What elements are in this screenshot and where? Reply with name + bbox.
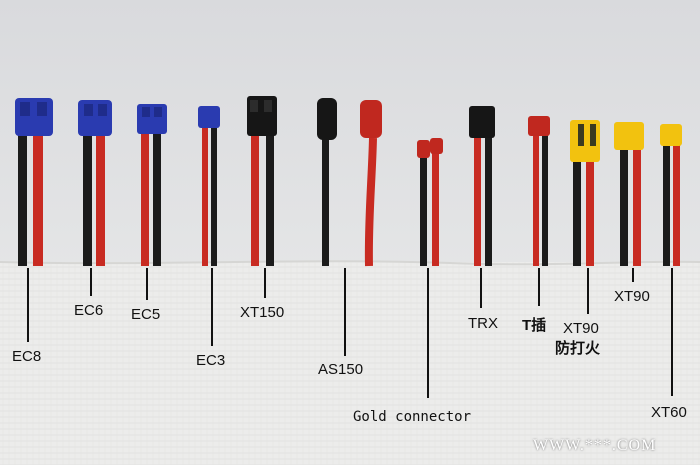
label-xt90-antispark: XT90 [563, 320, 599, 337]
xt60-connector [660, 124, 682, 266]
gold-connector [417, 138, 443, 266]
label-xt90: XT90 [614, 288, 650, 305]
ec6-connector [78, 100, 112, 266]
label-ec5: EC5 [131, 306, 161, 323]
ec5-connector [137, 104, 167, 266]
watermark: WWW.***.COM [533, 437, 657, 454]
label-ec8: EC8 [12, 348, 42, 365]
as150-connector [317, 98, 382, 267]
label-xt150: XT150 [240, 304, 285, 321]
trx-connector [469, 106, 495, 266]
label-gold-connector: Gold connector [353, 409, 472, 425]
xt90-antispark-connector [570, 120, 600, 266]
label-xt60: XT60 [651, 404, 687, 421]
xt150-connector [247, 96, 277, 266]
ec3-connector [198, 106, 220, 266]
t-plug-connector [528, 116, 550, 266]
label-trx: TRX [468, 315, 498, 332]
label-t-plug: T插 [522, 317, 547, 334]
ec8-connector [15, 98, 53, 266]
label-ec6: EC6 [74, 302, 104, 319]
cloth-surface [0, 262, 700, 465]
label-xt90-antispark-cn: 防打火 [555, 340, 601, 357]
leader-lines [27, 268, 673, 398]
label-as150: AS150 [318, 361, 364, 378]
label-ec3: EC3 [196, 352, 226, 369]
xt90-connector [614, 122, 644, 266]
